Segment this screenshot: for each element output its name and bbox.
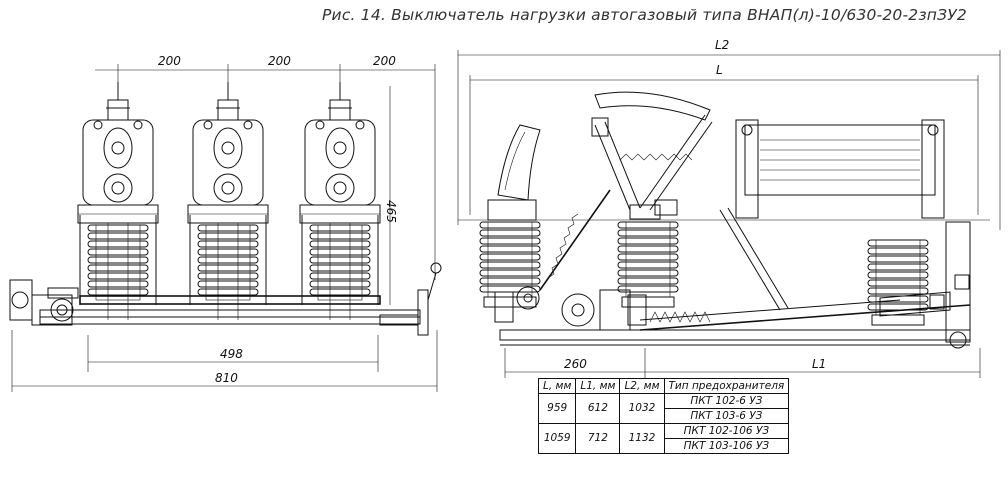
table-row: 1059 712 1132 ПКТ 102-106 УЗ	[537, 423, 790, 454]
cell-fuse: ПКТ 102-106 УЗ	[663, 423, 790, 439]
dimensions-table: L, мм L1, мм L2, мм Тип предохранителя 9…	[537, 378, 790, 454]
dim-200-a: 200	[158, 54, 181, 68]
header-fuse-type: Тип предохранителя	[663, 378, 790, 394]
table-header-row: L, мм L1, мм L2, мм Тип предохранителя	[537, 378, 790, 394]
cell-L2: 1132	[619, 423, 665, 454]
front-view: 200 200 200 465 498 810	[9, 54, 442, 392]
cell-fuse: ПКТ 103-106 УЗ	[663, 438, 790, 454]
cell-fuse: ПКТ 103-6 УЗ	[663, 408, 790, 424]
dim-260: 260	[564, 357, 587, 371]
side-view: L2 L	[457, 38, 1001, 378]
cell-L2: 1032	[619, 393, 665, 424]
cell-L: 959	[537, 393, 577, 424]
dim-200-b: 200	[268, 54, 291, 68]
dim-465: 465	[384, 200, 398, 223]
dim-200-c: 200	[373, 54, 396, 68]
table-row: 959 612 1032 ПКТ 102-6 УЗ	[537, 393, 790, 424]
pole-3	[299, 82, 381, 320]
cell-L1: 612	[575, 393, 621, 424]
dim-810: 810	[215, 371, 238, 385]
header-L1: L1, мм	[575, 378, 621, 394]
dim-L1: L1	[812, 357, 826, 371]
header-L: L, мм	[537, 378, 577, 394]
cell-fuse: ПКТ 102-6 УЗ	[663, 393, 790, 409]
table-row: ПКТ 103-106 УЗ	[539, 438, 790, 454]
cell-L: 1059	[537, 423, 577, 454]
pole-1	[77, 82, 159, 320]
figure-caption: Рис. 14. Выключатель нагрузки автогазовы…	[322, 6, 967, 24]
cell-L1: 712	[575, 423, 621, 454]
header-L2: L2, мм	[619, 378, 665, 394]
dim-498: 498	[220, 347, 243, 361]
dim-L2: L2	[715, 38, 729, 52]
pole-2	[187, 82, 269, 320]
dim-L: L	[716, 63, 723, 77]
